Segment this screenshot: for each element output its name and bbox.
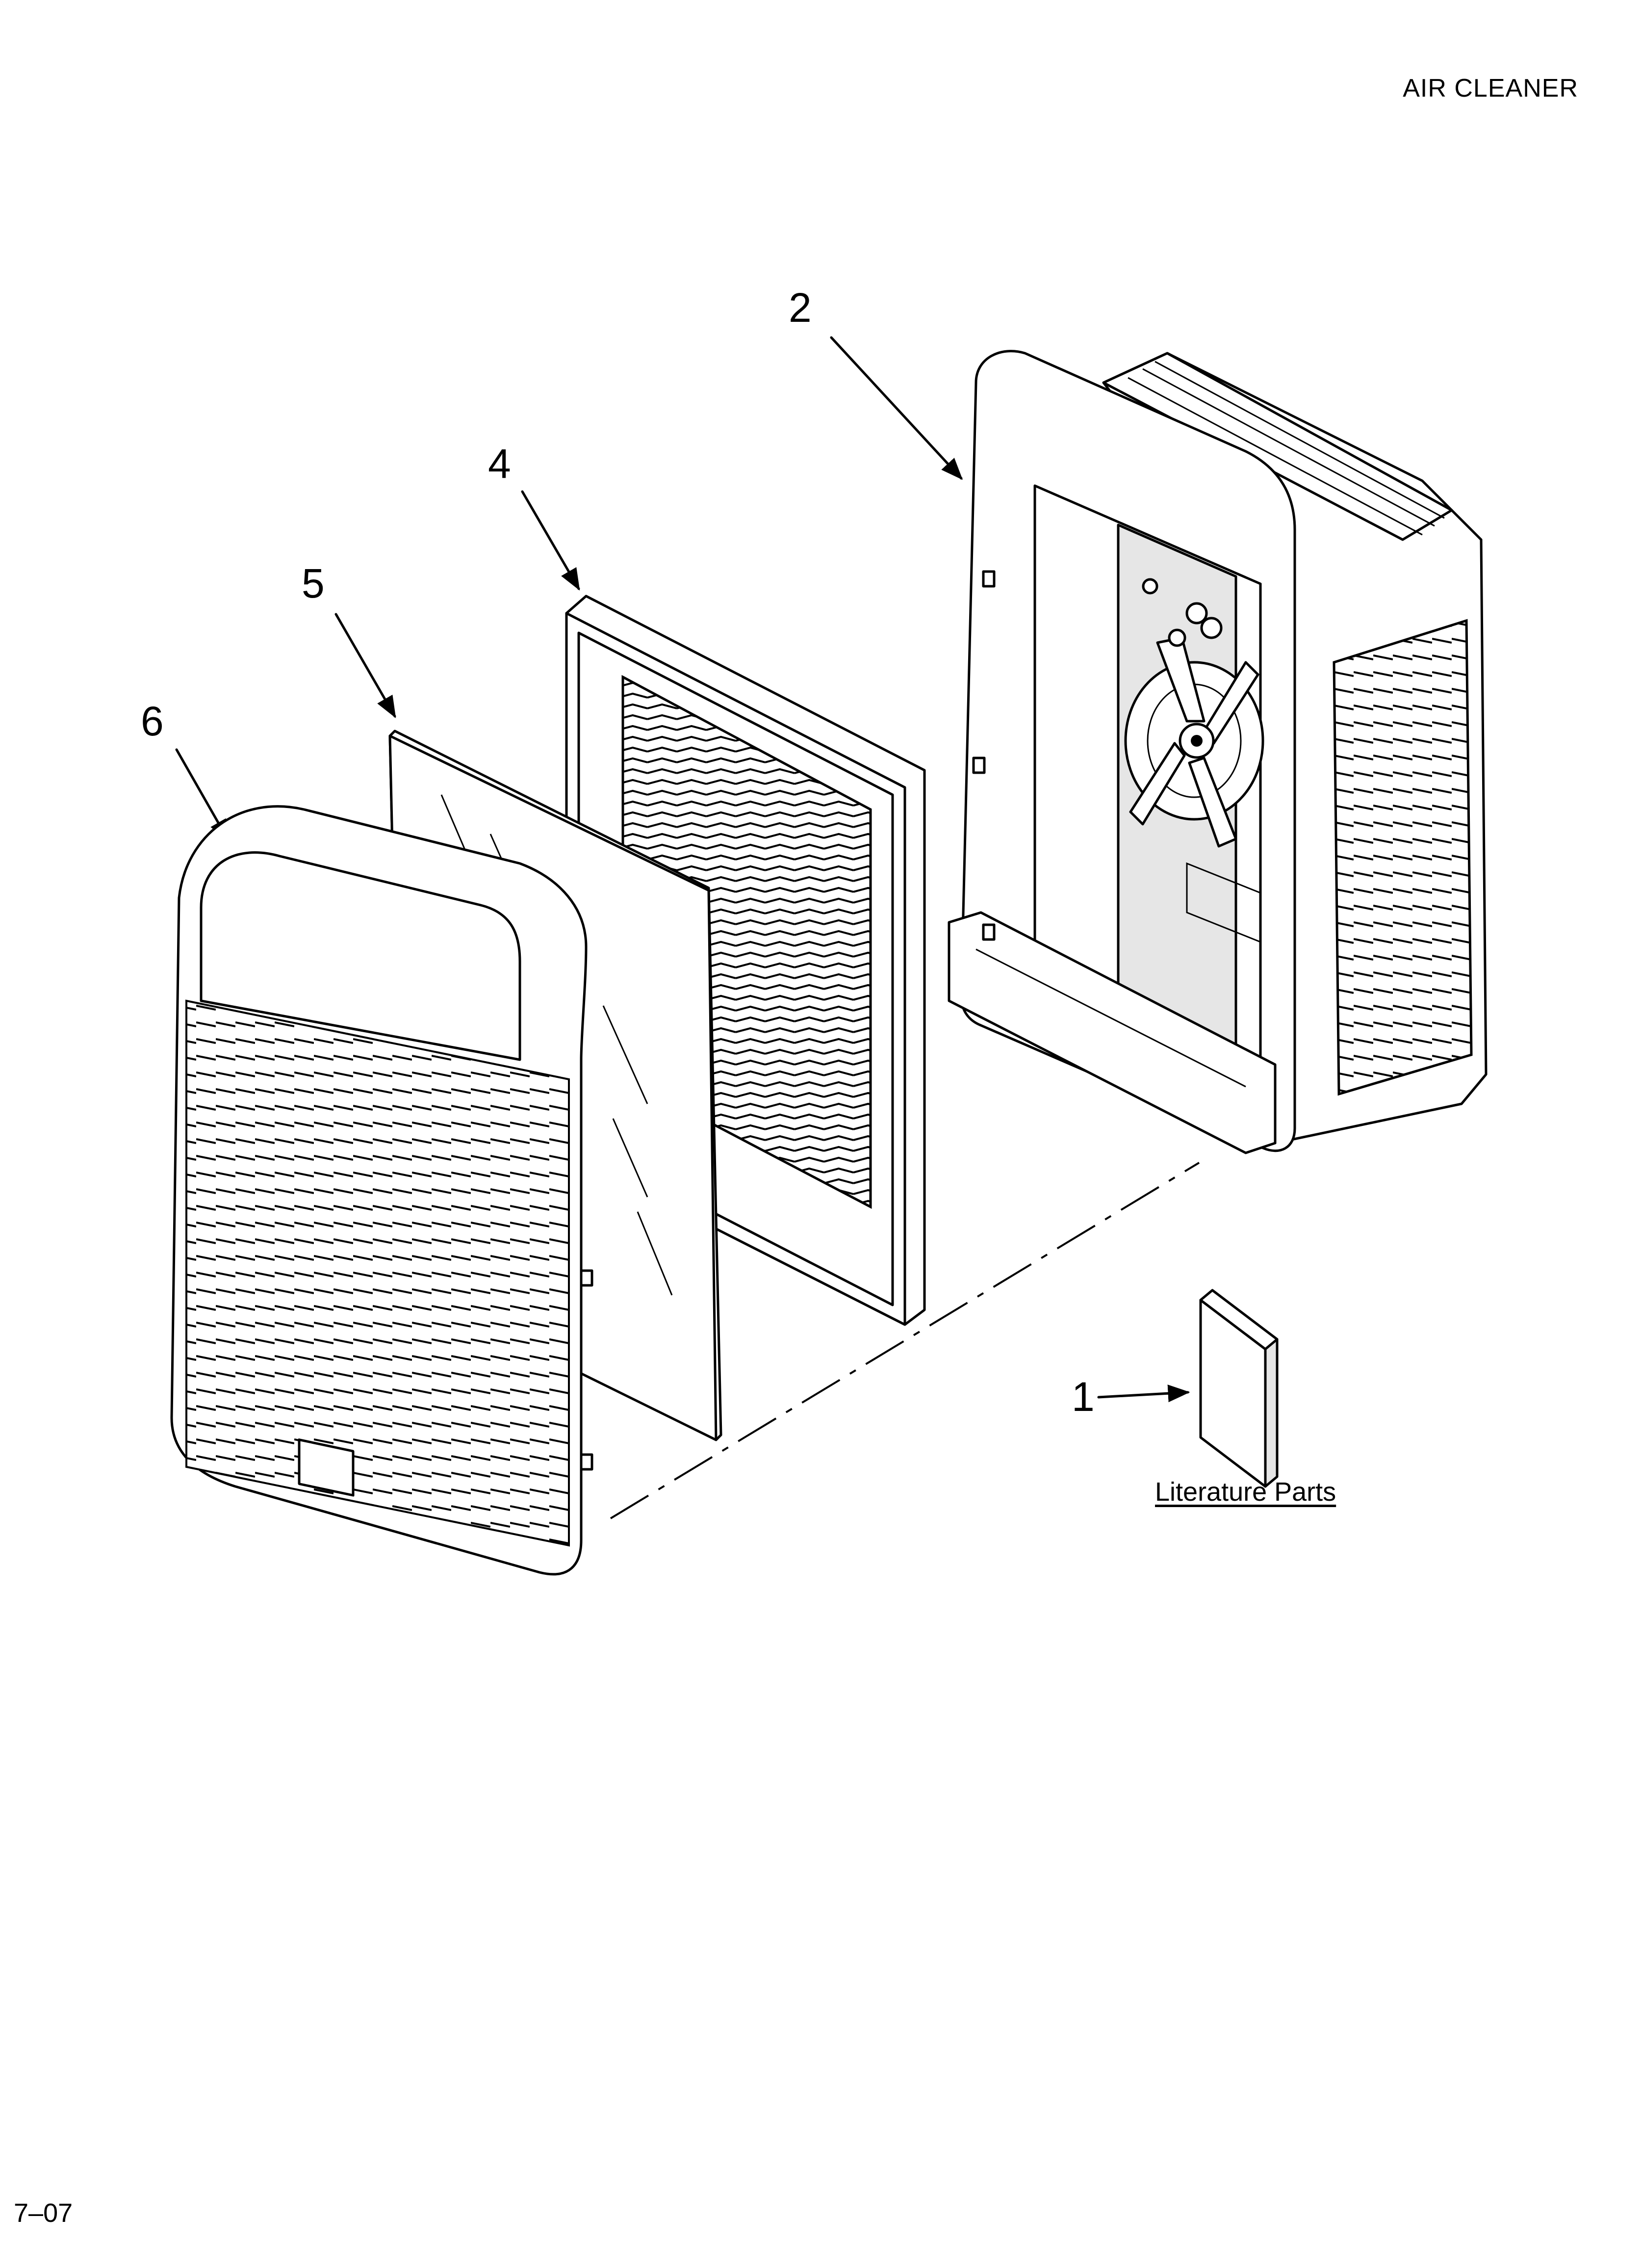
housing-control-knobs xyxy=(1142,578,1223,647)
callout-2: 2 xyxy=(789,285,812,331)
leader-arrow-1 xyxy=(1097,1384,1190,1403)
housing-top-ribs xyxy=(1128,361,1445,536)
front-grille-badge xyxy=(298,1438,355,1497)
page-title: AIR CLEANER xyxy=(1403,74,1578,103)
housing-cabinet xyxy=(948,350,1488,1154)
housing-label-plate xyxy=(1186,862,1261,943)
callout-4: 4 xyxy=(488,441,511,487)
literature-booklet xyxy=(1199,1289,1279,1488)
front-grille-louvers xyxy=(185,999,570,1547)
housing-base-tray xyxy=(948,911,1277,1154)
housing-side-vents xyxy=(1333,619,1473,1096)
assembly-alignment-line xyxy=(610,1162,1200,1519)
callout-5: 5 xyxy=(302,560,325,606)
callout-1: 1 xyxy=(1072,1374,1095,1420)
leader-arrow-5 xyxy=(334,613,396,718)
leader-arrow-4 xyxy=(521,490,580,591)
front-grille-handle xyxy=(200,851,521,1061)
literature-parts-label: Literature Parts xyxy=(1155,1477,1336,1507)
callout-6: 6 xyxy=(141,698,164,744)
front-grille xyxy=(170,805,593,1576)
page-code: 7–07 xyxy=(14,2198,73,2228)
leader-arrow-2 xyxy=(830,336,963,480)
housing-fan xyxy=(1124,636,1264,848)
